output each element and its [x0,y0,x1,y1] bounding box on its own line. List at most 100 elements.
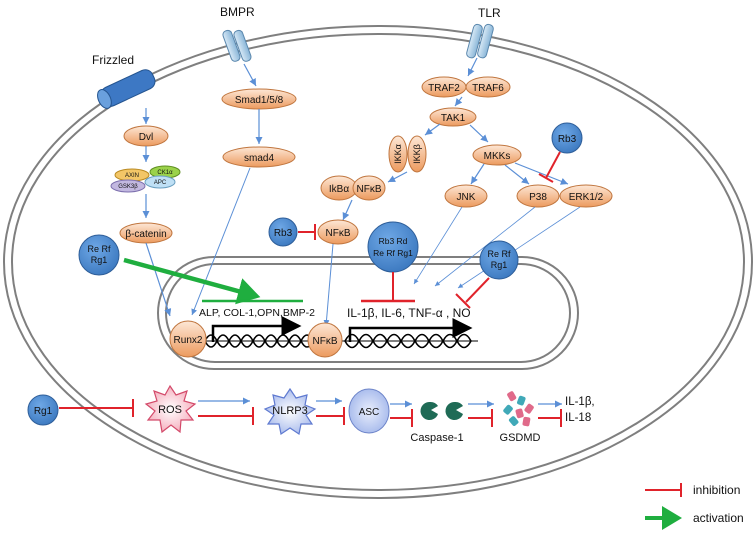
arrow-mkks-p38 [504,164,530,185]
osteo-genes-label: ALP, COL-1,OPN,BMP-2 [199,307,315,319]
inhibit-rb3-p38 [545,151,561,179]
ck1a-label: CK1α [157,170,173,176]
dvl-label: Dvl [139,132,153,143]
runx2-node [169,320,207,358]
nfkb-nuclear-label: NFκB [313,336,338,347]
tx-arrow-left [211,316,302,342]
tlr-receptor [466,23,494,59]
inhibit-rb3-p38-bar [538,173,554,183]
jnk-node [444,184,488,208]
nfkb-complex-label: NFκB [357,184,382,195]
gsdmd-label: GSDMD [500,432,541,444]
tx-arrow-right [348,318,473,342]
p38-label: P38 [529,192,547,203]
axin-label: AXIN [125,173,139,179]
rg1-bottom-label: Rg1 [34,406,53,417]
rb3-top-node [551,122,583,154]
erk-label: ERK1/2 [569,192,604,203]
activation-arrow [123,257,261,305]
cytokine-label-1: IL-1β, [565,396,595,408]
nlrp3-node [263,387,317,435]
arrow-catenin-runx2 [145,242,172,317]
nfkb-cyto-label: NFκB [326,228,351,239]
rb3-top-label: Rb3 [558,134,577,145]
rerf-rg1-left-node [78,234,120,276]
arrow-mkks-jnk [470,163,485,185]
rerf-rg1-right-label-1: Re Rf [487,249,511,259]
dna-helix-right [340,333,478,349]
center-modulator-label-2: Re Rf Rg1 [373,248,413,258]
asc-node [348,388,390,434]
traf6-node [465,76,511,98]
rerf-rg1-left-label-1: Re Rf [87,244,111,254]
nfkb-cyto-node [317,219,359,245]
ikkb-node [407,135,427,173]
apc-label: APC [154,180,167,186]
arrow-tak1-ikk [424,123,441,136]
destruction-complex [110,165,181,193]
legend-activation-label: activation [693,511,744,525]
center-modulator-node [367,221,419,273]
rerf-rg1-right-node [479,240,519,280]
arrow-mkks-erk [514,162,569,185]
smad158-label: Smad1/5/8 [235,95,284,106]
smad4-label: smad4 [244,153,274,164]
caspase1-label: Caspase-1 [410,432,463,444]
arrow-nfkb-nuclear [323,243,334,327]
smad4-node [222,146,296,168]
gsdmd-icon [503,391,534,427]
traf2-label: TRAF2 [428,83,460,94]
erk-node [559,184,613,208]
runx2-label: Runx2 [174,335,203,346]
rerf-rg1-right-label-2: Rg1 [491,260,508,270]
ikka-node [388,135,408,173]
nfkb-complex-node [352,175,386,201]
tak1-label: TAK1 [441,113,466,124]
legend: inhibition activation [645,483,744,530]
arrow-ikba-nfkb [342,199,353,221]
arrow-bmpr-smad158 [243,63,257,87]
cell-membrane-outer [3,25,753,499]
legend-inhibition-label: inhibition [693,483,740,497]
caspase1-icon [420,401,463,420]
arrow-smad4-runx2 [191,167,251,316]
tlr-label: TLR [478,6,501,20]
cytokine-label-2: IL-18 [565,412,591,424]
rerf-rg1-left-label-2: Rg1 [91,255,108,265]
rb3-left-node [268,217,298,247]
beta-catenin-label: β-catenin [125,229,166,240]
frizzled-receptor [97,69,156,109]
nucleus-outer [157,256,579,370]
traf6-label: TRAF6 [472,83,504,94]
cell-membrane-inner [11,33,745,491]
ros-label: ROS [158,404,182,416]
jnk-label: JNK [457,192,476,203]
frizzled-label: Frizzled [92,53,134,67]
arrow-ikk-ikba [387,171,408,183]
inflam-genes-label: IL-1β, IL-6, TNF-α , NO [347,306,471,320]
ikba-label: IkBα [329,184,349,195]
nfkb-nuclear-node [307,322,343,358]
ikka-label: IKKα [393,144,403,164]
p38-node [516,184,560,208]
arrow-erk-nucleus [457,206,581,289]
rg1-bottom-node [27,394,59,426]
arrow-tak1-mkks [469,124,489,143]
arrow-jnk-nucleus [413,206,463,285]
inhibit-right-cytokines-bar [455,293,471,309]
arrow-tlr-traf [467,57,478,77]
inhibit-right-cytokines [465,277,490,303]
mkks-label: MKKs [484,151,511,162]
asc-label: ASC [359,407,380,418]
mkks-node [472,144,522,166]
bmpr-label: BMPR [220,5,255,19]
dna-helix-left [190,334,320,348]
bmpr-receptor [222,29,252,62]
rb3-left-label: Rb3 [274,228,293,239]
arrow-traf-tak1 [454,96,463,107]
gsk3b-label: GSK3β [118,184,138,190]
ikkb-label: IKKβ [412,144,422,164]
ros-node [144,384,197,434]
nlrp3-label: NLRP3 [272,405,307,417]
